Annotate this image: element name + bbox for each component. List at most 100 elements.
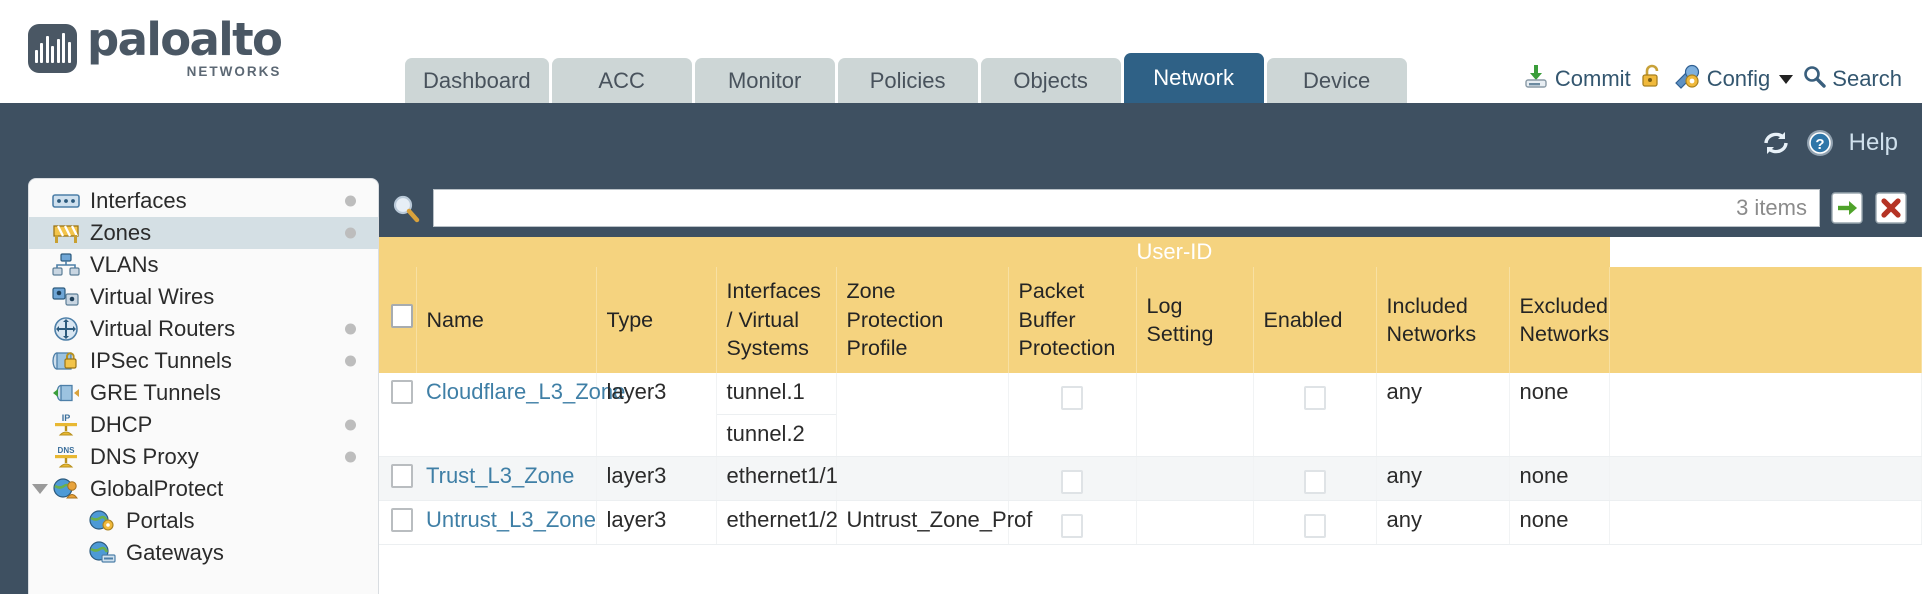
refresh-icon[interactable] — [1761, 129, 1791, 157]
zone-name-link[interactable]: Trust_L3_Zone — [426, 463, 575, 488]
sidebar-item-indicator[interactable] — [345, 227, 356, 239]
cell-packet-buffer-protection[interactable] — [1008, 373, 1137, 457]
zone-name-link[interactable]: Cloudflare_L3_Zone — [426, 379, 626, 404]
zone-name-link[interactable]: Untrust_L3_Zone — [426, 507, 596, 532]
header-toolbar: Commit — [1523, 63, 1902, 95]
column-header-log-setting[interactable]: Log Setting — [1136, 267, 1254, 373]
group-header-row: User-ID — [379, 237, 1922, 267]
cell-userid-enabled[interactable] — [1253, 456, 1377, 501]
sidebar-item-virtual-wires[interactable]: Virtual Wires — [29, 281, 378, 313]
nav-tab-device[interactable]: Device — [1266, 58, 1407, 103]
packet-buffer-protection-checkbox[interactable] — [1061, 470, 1084, 494]
sidebar-item-gateways[interactable]: Gateways — [29, 537, 378, 569]
row-select-cell[interactable] — [379, 500, 416, 545]
cell-interfaces: ethernet1/1 — [716, 456, 838, 501]
sidebar-item-ipsec-tunnels[interactable]: IPSec Tunnels — [29, 345, 378, 377]
sidebar-item-indicator[interactable] — [345, 195, 356, 207]
cell-packet-buffer-protection[interactable] — [1008, 456, 1137, 501]
packet-buffer-protection-checkbox[interactable] — [1061, 514, 1084, 538]
nav-tab-acc[interactable]: ACC — [551, 58, 692, 103]
column-header-zone-protection-profile[interactable]: Zone Protection Profile — [836, 267, 1009, 373]
sidebar-item-gre-tunnels[interactable]: GRE Tunnels — [29, 377, 378, 409]
sidebar-item-dhcp[interactable]: IP DHCP — [29, 409, 378, 441]
vlans-icon — [51, 253, 81, 277]
column-header-type[interactable]: Type — [596, 267, 717, 373]
nav-tab-network[interactable]: Network — [1123, 53, 1264, 103]
column-header-interfaces-virtual-systems[interactable]: Interfaces / Virtual Systems — [716, 267, 837, 373]
commit-button[interactable]: Commit — [1523, 63, 1631, 95]
search-magnifier-icon[interactable] — [391, 193, 421, 223]
cell-excluded-networks: none — [1509, 500, 1610, 545]
column-header-enabled[interactable]: Enabled — [1253, 267, 1377, 373]
nav-tab-monitor[interactable]: Monitor — [694, 58, 835, 103]
filter-input[interactable]: 3 items — [433, 189, 1820, 227]
sidebar-item-indicator[interactable] — [345, 355, 356, 367]
apply-filter-button[interactable] — [1830, 191, 1864, 225]
sidebar-item-vlans[interactable]: VLANs — [29, 249, 378, 281]
sidebar-item-globalprotect[interactable]: GlobalProtect — [29, 473, 378, 505]
sidebar-item-label: DHCP — [90, 412, 153, 437]
sidebar-item-indicator[interactable] — [345, 323, 356, 335]
config-wrench-icon — [1673, 63, 1701, 95]
nav-tab-policies[interactable]: Policies — [837, 58, 978, 103]
help-label[interactable]: Help — [1848, 129, 1898, 156]
column-header-excluded-networks[interactable]: Excluded Networks — [1509, 267, 1610, 373]
sidebar-item-indicator[interactable] — [345, 419, 356, 431]
userid-enabled-checkbox[interactable] — [1303, 514, 1326, 538]
nav-tab-objects[interactable]: Objects — [980, 58, 1121, 103]
config-menu[interactable]: Config — [1673, 63, 1794, 95]
cell-name[interactable]: Untrust_L3_Zone — [416, 500, 597, 545]
cell-userid-enabled[interactable] — [1253, 373, 1377, 457]
nav-tab-dashboard[interactable]: Dashboard — [405, 58, 549, 103]
cell-filler — [1609, 373, 1922, 457]
brand-tagline: NETWORKS — [186, 63, 282, 79]
cell-included-networks: any — [1376, 456, 1510, 501]
sidebar-item-portals[interactable]: Portals — [29, 505, 378, 537]
svg-text:IP: IP — [62, 413, 71, 423]
cell-type: layer3 — [596, 456, 717, 501]
userid-enabled-checkbox[interactable] — [1303, 470, 1326, 494]
cell-userid-enabled[interactable] — [1253, 500, 1377, 545]
cell-excluded-networks: none — [1509, 456, 1610, 501]
cell-name[interactable]: Trust_L3_Zone — [416, 456, 597, 501]
row-select-checkbox[interactable] — [391, 464, 413, 488]
row-select-cell[interactable] — [379, 456, 416, 501]
column-header-name[interactable]: Name — [416, 267, 597, 373]
clear-filter-button[interactable] — [1874, 191, 1908, 225]
column-header-included-networks[interactable]: Included Networks — [1376, 267, 1510, 373]
row-select-cell[interactable] — [379, 373, 416, 457]
zones-icon — [51, 221, 81, 245]
sidebar-item-indicator[interactable] — [345, 451, 356, 463]
virtual-wires-icon — [51, 285, 81, 309]
cell-type: layer3 — [596, 500, 717, 545]
packet-buffer-protection-checkbox[interactable] — [1061, 386, 1084, 410]
sidebar-item-interfaces[interactable]: Interfaces — [29, 185, 378, 217]
row-select-checkbox[interactable] — [391, 508, 413, 532]
help-question-icon[interactable]: ? — [1805, 128, 1835, 158]
sidebar-item-label: Zones — [90, 220, 152, 245]
column-header-packet-buffer-protection[interactable]: Packet Buffer Protection — [1008, 267, 1137, 373]
cell-name[interactable]: Cloudflare_L3_Zone — [416, 373, 625, 457]
lock-button[interactable] — [1640, 63, 1664, 95]
chevron-down-icon — [1779, 74, 1794, 84]
cell-zone-protection-profile — [836, 373, 1009, 457]
main-content: 3 items — [379, 171, 1922, 594]
search-button[interactable]: Search — [1802, 64, 1902, 94]
row-select-checkbox[interactable] — [391, 380, 413, 404]
sidebar-item-virtual-routers[interactable]: Virtual Routers — [29, 313, 378, 345]
select-all-header[interactable] — [379, 267, 417, 373]
sidebar-item-label: GlobalProtect — [90, 476, 224, 501]
sidebar-item-label: Gateways — [126, 540, 224, 565]
select-all-checkbox[interactable] — [391, 304, 413, 329]
sidebar-item-zones[interactable]: Zones — [29, 217, 378, 249]
chevron-down-icon[interactable] — [32, 484, 48, 494]
userid-enabled-checkbox[interactable] — [1303, 386, 1326, 410]
cell-packet-buffer-protection[interactable] — [1008, 500, 1137, 545]
cell-included-networks: any — [1376, 373, 1510, 457]
